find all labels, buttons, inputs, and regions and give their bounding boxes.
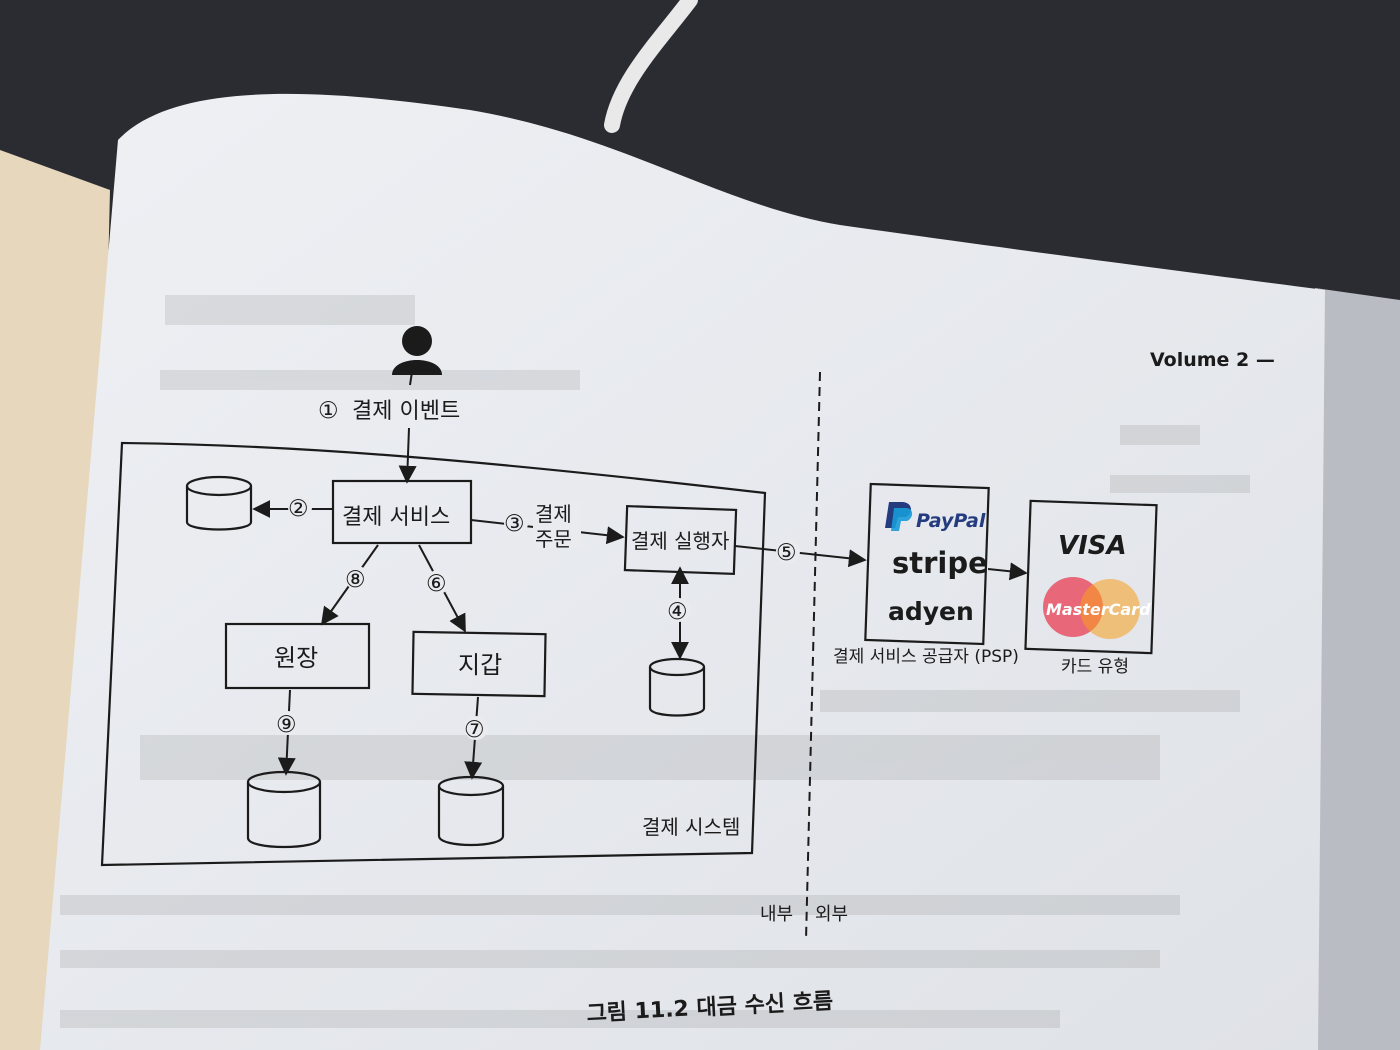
wallet-box [411, 630, 547, 698]
internal-label: 내부 [760, 904, 793, 925]
executor-db-icon [648, 657, 706, 717]
step-2-number: ② [288, 496, 309, 522]
step-9-number: ⑨ [276, 712, 297, 738]
card-types-caption: 카드 유형 [1061, 657, 1129, 677]
adyen-logo: adyen [888, 597, 974, 626]
step-1-number: ① [318, 398, 339, 424]
arrow-psp-to-cards [987, 562, 1028, 581]
psp-box [864, 482, 990, 646]
payment-executor-label: 결제 실행자 [631, 529, 729, 553]
arrow-executor-to-psp [734, 545, 867, 568]
step-5-number: ⑤ [776, 540, 797, 566]
paypal-text: PayPal [916, 510, 986, 532]
service-db-icon [185, 475, 253, 531]
wallet-label: 지갑 [458, 651, 502, 679]
payment-system-label: 결제 시스템 [642, 815, 740, 839]
psp-caption: 결제 서비스 공급자 (PSP) [833, 647, 1019, 667]
paypal-logo: PayPal [885, 502, 986, 532]
cable [604, 0, 698, 133]
arrow-event-to-service [398, 427, 417, 484]
mastercard-text: MasterCard [1046, 600, 1151, 619]
user-icon [392, 326, 442, 375]
ledger-box [224, 622, 371, 690]
bleed-through [60, 295, 1250, 1028]
stripe-logo: stripe [892, 546, 988, 580]
external-label: 외부 [815, 904, 848, 925]
page-stack-edge [1310, 288, 1400, 1050]
ledger-label: 원장 [274, 644, 318, 672]
step-3-label-line1: 결제 [535, 502, 572, 526]
payment-system-boundary [100, 441, 767, 867]
mastercard-logo: MasterCard [1043, 577, 1151, 639]
step-1-label: 결제 이벤트 [352, 399, 460, 424]
step-6-number: ⑥ [426, 571, 447, 597]
volume-label: Volume 2 — [1150, 349, 1275, 371]
step-4-number: ④ [667, 599, 688, 625]
payment-service-box [331, 479, 473, 545]
step-3-label-line2: 주문 [535, 527, 572, 551]
visa-logo: VISA [1058, 531, 1127, 561]
ledger-db-icon [246, 770, 322, 849]
wallet-db-icon [437, 775, 505, 847]
step-3-number: ③ [504, 511, 525, 537]
payment-service-label: 결제 서비스 [342, 505, 450, 530]
step-7-number: ⑦ [464, 717, 485, 743]
card-types-box [1024, 499, 1158, 655]
internal-external-divider [805, 371, 821, 941]
step-8-number: ⑧ [345, 567, 366, 593]
